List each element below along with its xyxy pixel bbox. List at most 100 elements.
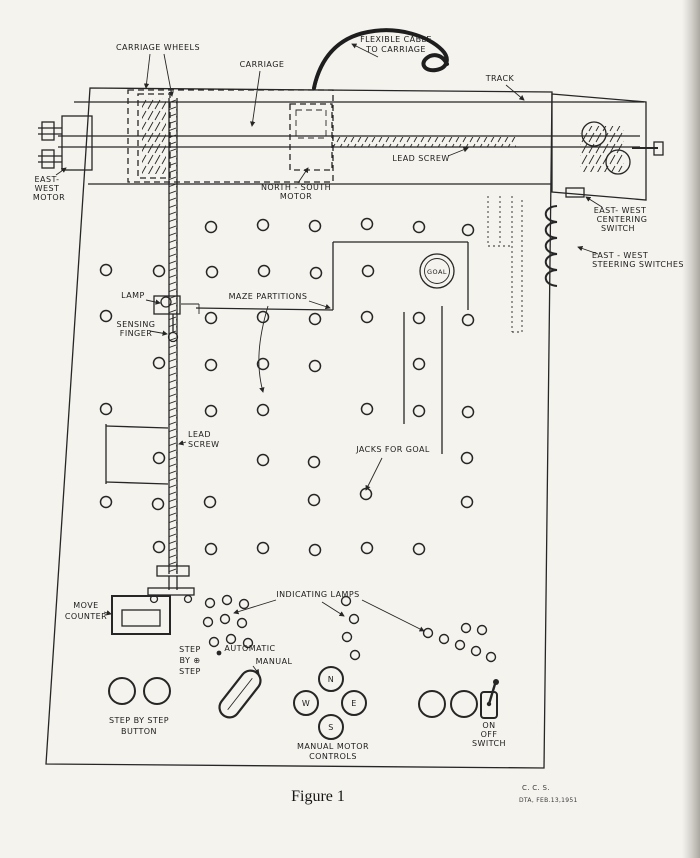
figure-labels: CARRIAGE WHEELS CARRIAGE FLEXIBLE CABLE … bbox=[33, 35, 684, 761]
leader-centering-switch bbox=[585, 196, 603, 208]
hidden-linkage-dots bbox=[487, 196, 523, 333]
label-north-south-motor-2: MOTOR bbox=[280, 192, 312, 201]
label-step-by-step-button-2: BUTTON bbox=[121, 727, 157, 736]
motor-button-south bbox=[318, 714, 344, 740]
goal-rings: GOAL bbox=[419, 253, 455, 289]
automatic-position-dot bbox=[216, 650, 222, 656]
leader-lead-screw-top bbox=[447, 147, 469, 157]
figure-caption: Figure 1 bbox=[291, 788, 345, 805]
carriage-outline bbox=[127, 89, 334, 183]
motor-e-label: E bbox=[351, 699, 357, 708]
motor-button-east bbox=[341, 690, 367, 716]
credit-initials: C. C. S. bbox=[522, 784, 550, 792]
track-assembly bbox=[38, 89, 664, 333]
label-track: TRACK bbox=[485, 74, 515, 83]
page-edge-shadow bbox=[682, 0, 700, 858]
leader-manual-position bbox=[252, 665, 260, 675]
label-on-off-switch-2: OFF bbox=[481, 730, 498, 739]
leader-lines bbox=[55, 43, 603, 675]
leader-indicating-lamps-left bbox=[233, 599, 277, 615]
label-carriage-wheels: CARRIAGE WHEELS bbox=[116, 43, 200, 52]
label-flexible-cable-2: TO CARRIAGE bbox=[365, 45, 426, 54]
aux-buttons bbox=[418, 690, 478, 718]
indicating-lamps-right bbox=[422, 622, 497, 663]
leader-carriage-wheels-1 bbox=[143, 53, 151, 89]
label-centering-switch-1: EAST- WEST bbox=[594, 206, 647, 215]
centering-switch-drawing bbox=[565, 187, 585, 198]
indicating-lamps-middle bbox=[340, 595, 361, 661]
label-on-off-switch-1: ON bbox=[482, 721, 495, 730]
label-step-by-step-button-1: STEP BY STEP bbox=[109, 716, 169, 725]
leader-lead-screw-left bbox=[178, 440, 187, 446]
lead-screw-vertical bbox=[147, 182, 200, 604]
east-west-motor-drawing bbox=[38, 115, 93, 171]
north-south-motor-inner bbox=[295, 109, 327, 139]
sensing-finger-drawing bbox=[153, 295, 200, 343]
motor-w-label: W bbox=[302, 699, 310, 708]
label-maze-partitions: MAZE PARTITIONS bbox=[229, 292, 308, 301]
leader-track bbox=[505, 84, 525, 101]
label-north-south-motor-1: NORTH - SOUTH bbox=[261, 183, 331, 192]
label-east-west-motor-3: MOTOR bbox=[33, 193, 65, 202]
label-step-by-step-position-2: BY ⊕ bbox=[180, 656, 201, 665]
label-move-counter-2: COUNTER bbox=[65, 612, 107, 621]
pulley-assembly bbox=[551, 93, 664, 201]
motor-button-west bbox=[293, 690, 319, 716]
leader-carriage bbox=[249, 70, 261, 127]
step-by-step-buttons bbox=[108, 677, 171, 705]
label-manual-position: MANUAL bbox=[256, 657, 293, 666]
label-on-off-switch-3: SWITCH bbox=[472, 739, 506, 748]
leader-north-south-motor bbox=[297, 167, 309, 184]
leader-carriage-wheels-2 bbox=[163, 53, 174, 97]
leader-indicating-lamps-right bbox=[361, 599, 425, 632]
label-move-counter-1: MOVE bbox=[73, 601, 98, 610]
label-lead-screw-left-2: SCREW bbox=[188, 440, 219, 449]
motor-button-north bbox=[318, 666, 344, 692]
label-indicating-lamps: INDICATING LAMPS bbox=[276, 590, 359, 599]
leader-jacks-for-goal bbox=[365, 457, 383, 491]
label-manual-motor-controls-1: MANUAL MOTOR bbox=[297, 742, 369, 751]
label-sensing-finger-2: FINGER bbox=[120, 329, 152, 338]
leader-sensing-finger bbox=[149, 330, 168, 336]
label-jacks-for-goal: JACKS FOR GOAL bbox=[355, 445, 430, 454]
label-sensing-finger-1: SENSING bbox=[117, 320, 156, 329]
leader-lamp bbox=[145, 299, 161, 305]
move-counter-drawing bbox=[111, 595, 171, 635]
label-centering-switch-3: SWITCH bbox=[601, 224, 635, 233]
carriage-wheels-hatch bbox=[142, 98, 166, 174]
leader-indicating-lamps-middle bbox=[321, 601, 345, 617]
label-steering-switches-1: EAST - WEST bbox=[592, 251, 648, 260]
label-lamp: LAMP bbox=[121, 291, 145, 300]
goal-label: GOAL bbox=[427, 268, 447, 276]
board-outline bbox=[45, 87, 553, 769]
lamp-drawing bbox=[160, 296, 172, 308]
carriage-drawing bbox=[127, 89, 334, 183]
motor-s-label: S bbox=[328, 723, 334, 732]
manual-motor-controls-drawing: N W E S bbox=[293, 666, 367, 740]
label-steering-switches-2: STEERING SWITCHES bbox=[592, 260, 684, 269]
label-step-by-step-position-1: STEP bbox=[179, 645, 201, 654]
label-automatic-position: AUTOMATIC bbox=[224, 644, 275, 653]
indicating-lamps-left bbox=[202, 594, 254, 649]
leader-steering-switches bbox=[577, 245, 599, 255]
label-east-west-motor-2: WEST bbox=[35, 184, 60, 193]
motor-n-label: N bbox=[328, 675, 334, 684]
label-east-west-motor-1: EAST- bbox=[35, 175, 60, 184]
leader-flexible-cable bbox=[351, 43, 379, 58]
flexible-cable bbox=[312, 28, 449, 90]
maze-jacks bbox=[99, 217, 475, 557]
label-carriage: CARRIAGE bbox=[240, 60, 285, 69]
maze-partitions-drawing bbox=[105, 241, 469, 485]
leader-maze-partitions-2 bbox=[258, 305, 269, 393]
label-step-by-step-position-3: STEP bbox=[179, 667, 201, 676]
label-centering-switch-2: CENTERING bbox=[597, 215, 648, 224]
credit-date: DTA, FEB.13,1951 bbox=[519, 797, 578, 804]
label-lead-screw-top: LEAD SCREW bbox=[392, 154, 449, 163]
leader-maze-partitions-1 bbox=[308, 300, 331, 310]
label-lead-screw-left-1: LEAD bbox=[188, 430, 211, 439]
leader-east-west-motor bbox=[55, 167, 67, 176]
label-flexible-cable-1: FLEXIBLE CABLE bbox=[360, 35, 432, 44]
label-manual-motor-controls-2: CONTROLS bbox=[309, 752, 357, 761]
